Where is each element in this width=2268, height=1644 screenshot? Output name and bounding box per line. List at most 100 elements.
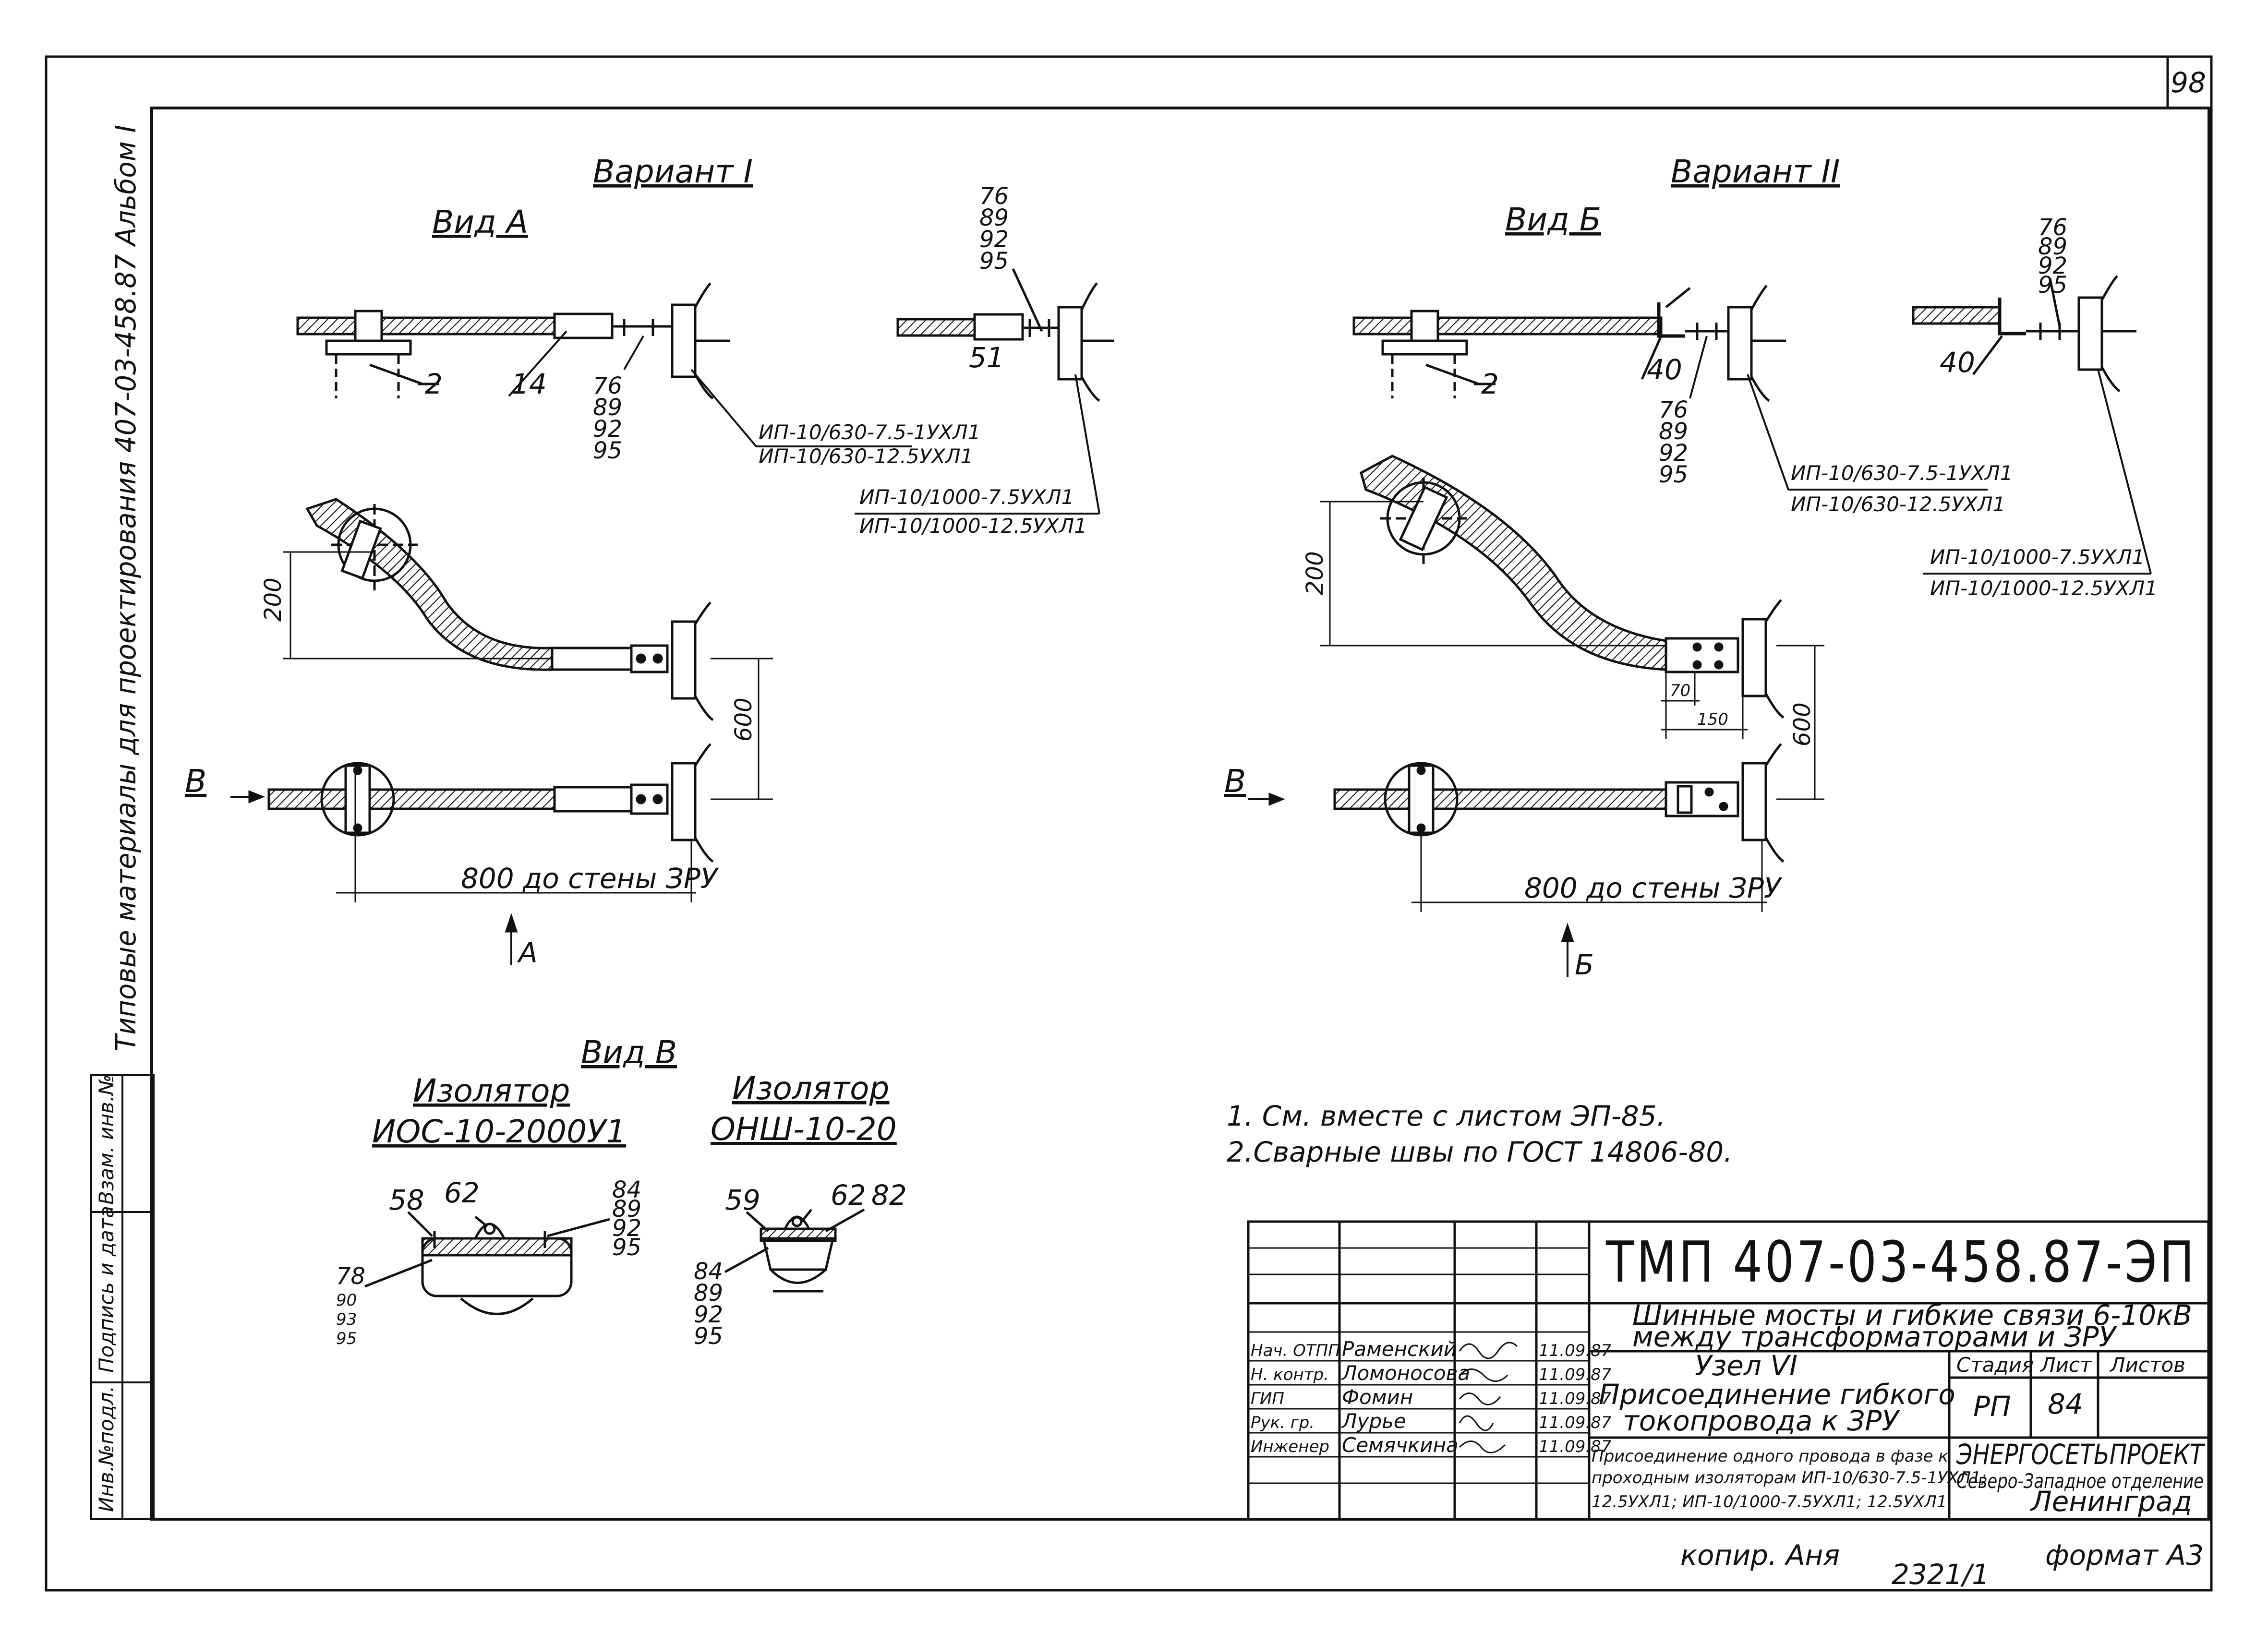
v1-arrow-b: В xyxy=(185,763,206,800)
v2-ins-large-1: ИП-10/1000-7.5УХЛ1 xyxy=(1930,545,2145,569)
v2-ins-small-1: ИП-10/630-7.5-1УХЛ1 xyxy=(1791,461,2013,485)
svg-text:92: 92 xyxy=(593,416,622,443)
svg-text:95: 95 xyxy=(694,1323,723,1350)
v1-dim-200: 200 xyxy=(260,577,287,622)
note-1: 1. См. вместе с листом ЭП-85. xyxy=(1227,1100,1665,1132)
variant-1-title: Вариант I xyxy=(593,153,753,190)
v2-dim-200: 200 xyxy=(1302,551,1328,595)
org-name: ЭНЕРГОСЕТЬПРОЕКТ xyxy=(1956,1438,2206,1471)
svg-text:Рук. гр.: Рук. гр. xyxy=(1251,1413,1315,1432)
svg-text:76: 76 xyxy=(979,183,1009,210)
side-stamp xyxy=(90,1074,155,1520)
v1-dim-600: 600 xyxy=(730,697,757,742)
svg-text:84: 84 xyxy=(694,1258,723,1285)
svg-text:76: 76 xyxy=(593,372,622,399)
v2-plan-bent xyxy=(1320,455,1785,739)
album-title: Типовые материалы для проектирования 407… xyxy=(109,125,142,1051)
v2-dim-600: 600 xyxy=(1789,702,1816,746)
ins2-type: ОНШ-10-20 xyxy=(711,1111,897,1148)
svg-text:76: 76 xyxy=(2038,214,2067,241)
ins1-title: Изолятор xyxy=(413,1072,570,1109)
title-block-grid xyxy=(1247,1220,2210,1521)
svg-text:89: 89 xyxy=(694,1280,723,1307)
svg-text:ГИП: ГИП xyxy=(1251,1389,1284,1408)
svg-text:95: 95 xyxy=(593,437,622,464)
svg-text:59: 59 xyxy=(725,1184,760,1216)
v1-plan-straight xyxy=(230,658,773,965)
vid-b-side-view-2 xyxy=(1912,275,2136,393)
col-sheet: Лист xyxy=(2039,1353,2092,1377)
svg-text:95: 95 xyxy=(612,1234,641,1261)
refs-b-bottom: 76 89 92 95 xyxy=(1659,396,1688,488)
footer-inv: 2321/1 xyxy=(1892,1558,1990,1591)
vid-a-side-view-2 xyxy=(896,268,1114,402)
svg-text:62: 62 xyxy=(831,1179,866,1212)
svg-text:11.09.87: 11.09.87 xyxy=(1539,1413,1612,1432)
view-b-title: Вид Б xyxy=(1505,201,1601,238)
label-2-a: 2 xyxy=(425,368,443,400)
svg-text:Фомин: Фомин xyxy=(1342,1385,1413,1409)
v1-plan-bent xyxy=(283,498,714,721)
v2-ins-large-2: ИП-10/1000-12.5УХЛ1 xyxy=(1930,576,2158,600)
svg-text:95: 95 xyxy=(336,1329,357,1348)
refs-a-top: 76 89 92 95 xyxy=(979,183,1009,275)
stamp-replace: Взам. инв.№ xyxy=(95,1074,118,1205)
svg-text:84: 84 xyxy=(612,1176,641,1203)
v1-ins-small-2: ИП-10/630-12.5УХЛ1 xyxy=(759,444,973,468)
svg-text:89: 89 xyxy=(612,1196,641,1223)
svg-text:58: 58 xyxy=(389,1184,424,1216)
subject-2: токопровода к ЗРУ xyxy=(1623,1404,1900,1437)
ins2-drawing xyxy=(724,1208,865,1293)
svg-text:95: 95 xyxy=(2038,272,2067,299)
ins1-type: ИОС-10-2000У1 xyxy=(372,1113,626,1150)
svg-text:92: 92 xyxy=(694,1301,723,1328)
v2-arrow-bb: Б xyxy=(1575,948,1594,981)
org-city: Ленинград xyxy=(2030,1485,2192,1518)
ins1-c-stack: 90 93 95 xyxy=(336,1291,357,1348)
vid-b-side-view xyxy=(1352,285,1786,402)
ins1-drawing xyxy=(364,1211,610,1315)
project-line-1: Шинные мосты и гибкие связи 6-10кВ xyxy=(1632,1299,2192,1332)
svg-text:89: 89 xyxy=(1659,418,1688,445)
col-sheets: Листов xyxy=(2109,1353,2185,1377)
svg-text:11.09.87: 11.09.87 xyxy=(1539,1437,1612,1456)
view-v-title: Вид В xyxy=(581,1034,677,1071)
sheet-frame xyxy=(45,55,2213,1592)
doc-code: ТМП 407-03-458.87-ЭП xyxy=(1605,1229,2196,1295)
v2-dim-800: 800 до стены ЗРУ xyxy=(1524,872,1783,904)
svg-text:92: 92 xyxy=(2038,252,2067,279)
stage: РП xyxy=(1973,1390,2011,1423)
svg-text:95: 95 xyxy=(1659,461,1688,488)
label-40-right: 40 xyxy=(1940,346,1975,379)
view-a-title: Вид А xyxy=(432,204,528,240)
v2-dim-150: 150 xyxy=(1697,710,1728,729)
svg-text:95: 95 xyxy=(979,248,1009,275)
svg-text:89: 89 xyxy=(979,204,1009,231)
svg-text:Лурье: Лурье xyxy=(1341,1409,1406,1433)
refs-a-bottom: 76 89 92 95 xyxy=(593,372,622,464)
svg-text:62: 62 xyxy=(444,1176,480,1209)
v2-arrow-b: В xyxy=(1224,763,1246,800)
project-line-2: между трансформаторами и ЗРУ xyxy=(1632,1320,2118,1353)
label-40-left: 40 xyxy=(1647,353,1682,386)
ins2-title: Изолятор xyxy=(732,1070,889,1107)
svg-text:Раменский: Раменский xyxy=(1342,1337,1457,1361)
v1-dim-800: 800 до стены ЗРУ xyxy=(461,862,719,895)
svg-text:78: 78 xyxy=(336,1263,365,1290)
org-branch: Северо-Западное отделение xyxy=(1956,1469,2204,1493)
svg-text:93: 93 xyxy=(336,1310,357,1329)
v2-ins-small-2: ИП-10/630-12.5УХЛ1 xyxy=(1791,492,2005,516)
node: Узел VI xyxy=(1695,1349,1798,1382)
v2-dim-70: 70 xyxy=(1670,681,1690,700)
stamp-inv: Инв.№подл. xyxy=(95,1386,118,1512)
stamp-sign-date: Подпись и дата xyxy=(95,1206,118,1373)
svg-text:Инженер: Инженер xyxy=(1251,1437,1329,1456)
svg-text:92: 92 xyxy=(979,226,1009,253)
svg-text:89: 89 xyxy=(2038,233,2067,260)
svg-text:Н. контр.: Н. контр. xyxy=(1251,1365,1329,1384)
description-1: Присоединение одного провода в фазе к xyxy=(1592,1447,1948,1466)
footer-format: формат А3 xyxy=(2045,1539,2204,1572)
svg-text:Нач. ОТПП: Нач. ОТПП xyxy=(1251,1341,1340,1360)
svg-text:Ломоносова: Ломоносова xyxy=(1341,1361,1470,1385)
